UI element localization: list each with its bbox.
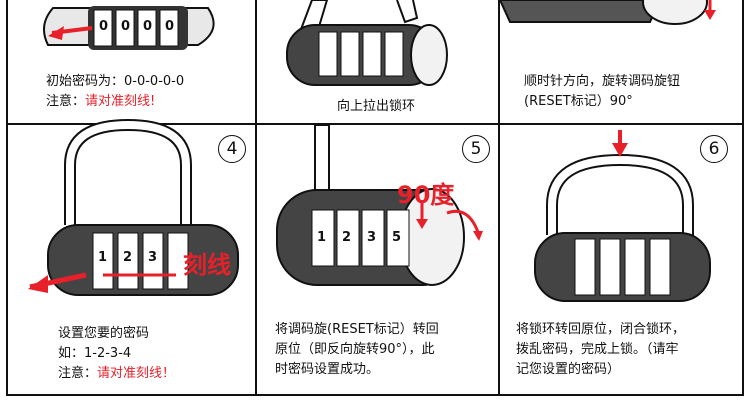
step-2-panel: 向上拉出锁环	[257, 0, 498, 123]
step-4-note: 注意：请对准刻线！	[58, 365, 175, 383]
dial-digit: 1	[317, 229, 326, 247]
dial-digit: 2	[342, 229, 351, 247]
step-6-line: 拨乱密码，完成上锁。（请牢	[516, 341, 679, 359]
dial-digit: 0	[143, 18, 152, 36]
dial-digit: 0	[121, 18, 130, 36]
note-prefix: 注意：	[46, 94, 85, 109]
dial-digit: 0	[165, 18, 174, 36]
lock-close-illustration	[500, 125, 742, 315]
step-5-line: 将调码旋(RESET标记）转回	[275, 321, 439, 339]
step-5-line: 时密码设置成功。	[275, 361, 379, 379]
step-2-line: 向上拉出锁环	[337, 98, 415, 116]
step-4-line: 设置您要的密码	[58, 325, 149, 343]
note-warning: 请对准刻线!	[85, 94, 155, 109]
dial-digit: 0	[99, 18, 108, 36]
step-1-note: 注意：请对准刻线!	[46, 93, 155, 111]
lock-set-code-illustration	[8, 125, 255, 315]
step-3-panel: 顺时针方向，旋转调码旋钮 (RESET标记）90°	[500, 0, 742, 123]
dial-digit: 1	[98, 249, 107, 267]
step-3-line: 顺时针方向，旋转调码旋钮	[524, 73, 680, 91]
lock-dial-illustration	[8, 0, 255, 70]
lock-rotate-illustration	[500, 0, 742, 60]
dial-digit: 5	[392, 229, 401, 247]
step-4-panel: 4 1 2 3 刻线 设置您要的密码 如：1-2-3-4 注意：请对准刻线！	[8, 125, 255, 396]
step-5-panel: 5 1 2 3 5 90度 将调码旋(RESET标记）转回 原位（即反向旋转90…	[257, 125, 498, 396]
lock-pull-illustration	[257, 0, 498, 90]
dial-digit: 3	[367, 229, 376, 247]
step-1-panel: 0 0 0 0 初始密码为：0-0-0-0-0 注意：请对准刻线!	[8, 0, 255, 123]
step-4-line: 如：1-2-3-4	[58, 345, 131, 363]
scale-line-callout: 刻线	[183, 245, 231, 280]
step-5-line: 原位（即反向旋转90°），此	[275, 341, 435, 359]
step-3-line: (RESET标记）90°	[524, 93, 633, 111]
lock-reset-illustration	[257, 125, 498, 315]
step-6-panel: 6 将锁环转回原位，闭合锁环， 拨乱密码，完成上锁。（请牢 记您设置的密码）	[500, 125, 742, 396]
dial-digit: 2	[123, 249, 132, 267]
note-warning: 请对准刻线！	[97, 366, 175, 381]
step-1-line: 初始密码为：0-0-0-0-0	[46, 73, 184, 91]
dial-digit: 3	[148, 249, 157, 267]
step-6-line: 记您设置的密码）	[516, 361, 620, 379]
step-6-line: 将锁环转回原位，闭合锁环，	[516, 321, 685, 339]
rotation-callout: 90度	[397, 175, 454, 210]
note-prefix: 注意：	[58, 366, 97, 381]
